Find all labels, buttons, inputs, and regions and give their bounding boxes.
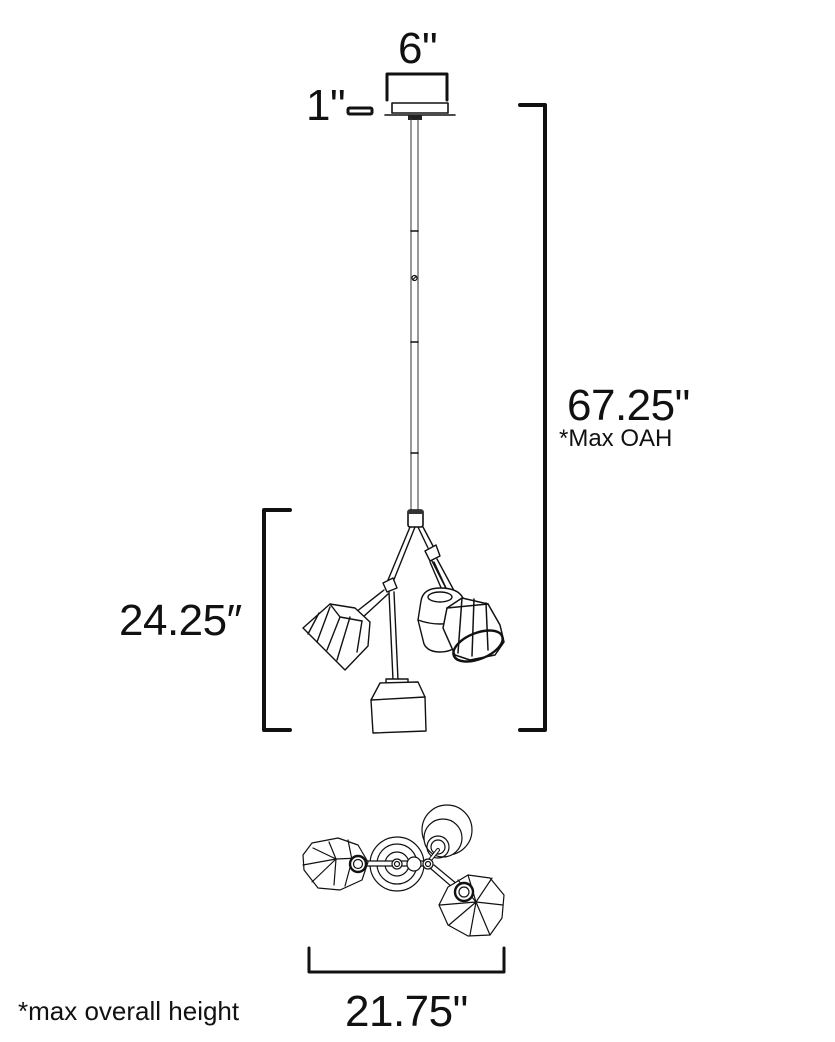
- shade-bottom: [370, 678, 427, 734]
- shade-right-front: [442, 597, 505, 663]
- plan-shade-right: [438, 874, 505, 937]
- canopy-height-marker: [346, 106, 374, 116]
- center-hub: [407, 509, 424, 528]
- canopy-width-label: 6": [398, 24, 438, 73]
- footnote: *max overall height: [18, 996, 240, 1026]
- shade-left: [302, 603, 371, 671]
- overall-height-label: 67.25": [567, 381, 690, 430]
- fixture-height-bracket: [262, 508, 292, 732]
- overall-height-bracket: [518, 103, 547, 732]
- down-rod: [410, 119, 419, 511]
- fixture-height-label: 24.25″: [119, 596, 242, 645]
- plan-view: [302, 804, 505, 937]
- fixture-width-bracket: [307, 946, 506, 974]
- fixture-width-label: 21.75": [345, 987, 468, 1036]
- canopy: [384, 102, 456, 120]
- canopy-width-bracket: [385, 72, 449, 102]
- overall-height-note: *Max OAH: [559, 425, 673, 452]
- canopy-height-label: 1": [306, 81, 346, 130]
- fixture-arms: [355, 526, 459, 681]
- plan-shade-left: [302, 837, 369, 891]
